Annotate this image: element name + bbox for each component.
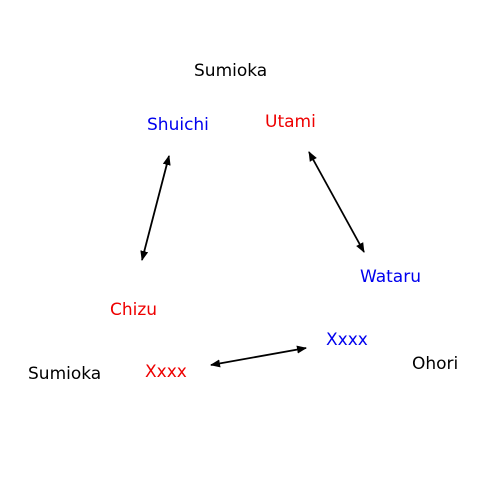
family-label-top: Sumioka [194, 61, 268, 81]
person-chizu: Chizu [110, 300, 158, 320]
family-label-left: Sumioka [28, 364, 102, 384]
arrow-shuichi-chizu [140, 155, 171, 261]
person-utami: Utami [265, 112, 316, 132]
person-shuichi: Shuichi [147, 115, 209, 135]
arrow-xxxx-xxxx [210, 345, 307, 368]
person-xxxx-red: Xxxx [145, 362, 187, 382]
person-wataru: Wataru [360, 267, 421, 287]
person-xxxx-blue: Xxxx [326, 330, 368, 350]
family-label-right: Ohori [412, 354, 459, 374]
arrow-utami-wataru [308, 151, 365, 253]
